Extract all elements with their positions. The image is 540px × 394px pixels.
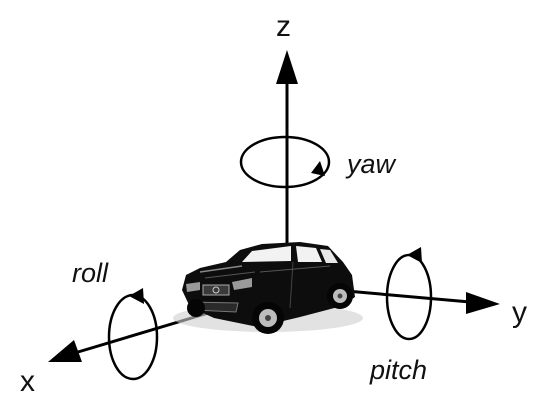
roll-rotation-arrow	[107, 288, 159, 381]
y-axis-label: y	[512, 296, 527, 329]
y-axis	[334, 288, 500, 314]
pitch-rotation-arrow	[385, 247, 433, 341]
z-axis-label: z	[276, 10, 291, 43]
suv-car-icon	[173, 242, 363, 334]
yaw-label: yaw	[345, 149, 397, 179]
yaw-rotation-arrow	[239, 135, 331, 189]
x-axis-label: x	[20, 365, 35, 394]
x-axis-arrowhead	[48, 340, 82, 362]
z-axis-arrowhead	[276, 50, 298, 84]
pitch-label: pitch	[369, 355, 427, 385]
y-axis-arrowhead	[466, 292, 500, 314]
roll-arrow-tip	[129, 288, 144, 304]
yaw-arrow-tip	[311, 161, 325, 176]
pitch-arrow-tip	[407, 247, 422, 263]
z-axis	[276, 50, 298, 245]
roll-label: roll	[72, 258, 109, 288]
